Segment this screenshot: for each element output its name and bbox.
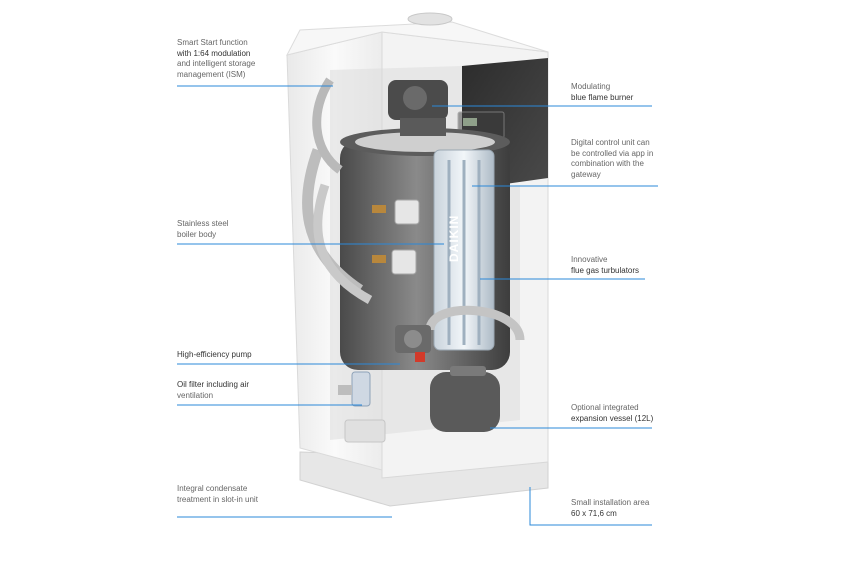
callout-line: Smart Start function [177, 38, 248, 47]
callout-line: ventilation [177, 390, 214, 400]
right-leader-lines [432, 105, 658, 526]
callout-line: Integral condensate [177, 484, 248, 493]
callout-line: Digital control unit can [571, 138, 650, 147]
brand-mark: DAIKIN [447, 215, 461, 262]
callout-line: expansion vessel (12L) [571, 413, 654, 423]
callout-expansion-vessel: Optional integrated expansion vessel (12… [571, 403, 653, 424]
callout-line: blue flame burner [571, 92, 634, 102]
callout-line: boiler body [177, 229, 217, 239]
callout-installation-area: Small installation area 60 x 71,6 cm [571, 498, 649, 519]
callout-stainless-steel: Stainless steel boiler body [177, 219, 229, 240]
callout-line: Oil filter including air [177, 380, 250, 389]
callout-condensate: Integral condensate treatment in slot-in… [177, 484, 258, 505]
callout-line: with 1:64 modulation [177, 48, 251, 58]
flue-outlet [407, 12, 453, 26]
expansion-vessel [430, 372, 500, 432]
callout-line: combination with the [571, 159, 644, 168]
callout-burner: Modulating blue flame burner [571, 82, 633, 103]
callout-smart-start: Smart Start function with 1:64 modulatio… [177, 38, 255, 80]
callout-line: and intelligent storage [177, 59, 256, 68]
callout-line: be controlled via app in [571, 148, 654, 158]
return-pipe [425, 305, 525, 341]
insulated-pipe-2 [313, 183, 373, 304]
callout-line: Modulating [571, 82, 611, 91]
callout-line: Optional integrated [571, 403, 639, 412]
callout-line: gateway [571, 169, 601, 179]
callout-line: High-efficiency pump [177, 350, 252, 359]
callout-oil-filter: Oil filter including air ventilation [177, 380, 249, 401]
oil-filter [351, 371, 371, 407]
valve-block-2 [391, 249, 417, 275]
callout-pump: High-efficiency pump [177, 350, 252, 361]
callout-turbulators: Innovative flue gas turbulators [571, 255, 639, 276]
callout-line: Innovative [571, 255, 608, 264]
callout-line: Small installation area [571, 498, 650, 507]
callout-line: management (ISM) [177, 69, 246, 79]
callout-line: Stainless steel [177, 219, 229, 228]
valve-block-1 [394, 199, 420, 225]
insulated-pipe-3 [312, 77, 343, 174]
callout-line: 60 x 71,6 cm [571, 508, 617, 518]
callout-line: flue gas turbulators [571, 265, 640, 275]
left-leader-lines [177, 85, 444, 518]
cabinet-top [286, 21, 549, 56]
condensate-unit [344, 419, 386, 443]
callout-line: treatment in slot-in unit [177, 494, 258, 504]
callout-control-unit: Digital control unit can be controlled v… [571, 138, 653, 180]
